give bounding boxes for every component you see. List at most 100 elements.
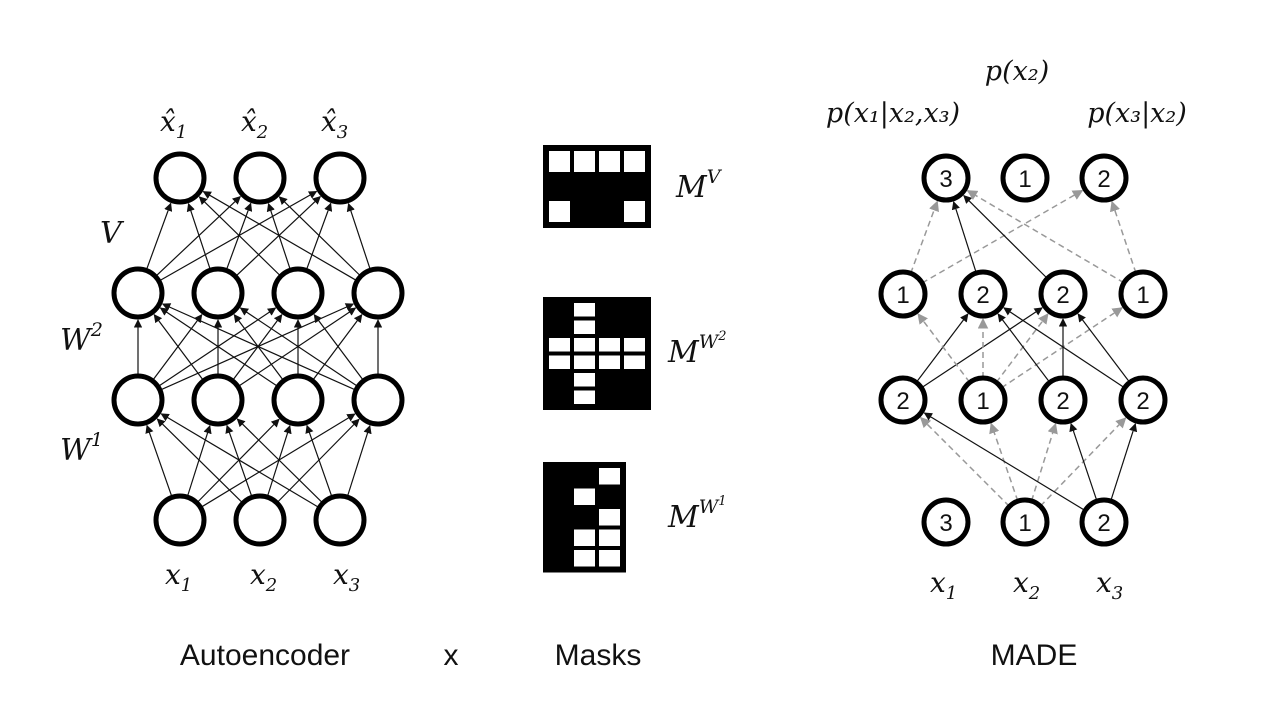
mask-mw2-cell-4-1 bbox=[574, 373, 595, 387]
ae-input-label-1: x1 bbox=[165, 558, 192, 596]
mask-mv-cell-0-1 bbox=[574, 151, 595, 172]
mask-mw2-cell-2-2 bbox=[599, 338, 620, 352]
made-edge-w1-1-0 bbox=[919, 416, 1010, 507]
made-hidden2-number-1: 1 bbox=[896, 282, 909, 309]
made-hidden2-number-2: 2 bbox=[976, 282, 989, 309]
ae-edge-w1-1-3 bbox=[276, 418, 360, 504]
ae-edge-w1-1-2 bbox=[266, 424, 292, 498]
made-hidden2-node-3 bbox=[1038, 269, 1088, 319]
ae-edge-w1-0-3 bbox=[200, 413, 356, 509]
caption-masks: Masks bbox=[555, 639, 642, 672]
mask-mw1-cell-3-1 bbox=[574, 529, 595, 546]
ae-hidden2-node-3 bbox=[271, 266, 325, 320]
caption-autoencoder: Autoencoder bbox=[180, 639, 350, 672]
ae-edge-v-0-0 bbox=[145, 202, 173, 271]
made-output-number-1: 3 bbox=[939, 166, 952, 193]
ae-edge-w2-0-2 bbox=[157, 307, 277, 388]
ae-edge-w2-2-0 bbox=[159, 307, 279, 388]
mask-mw2-cell-2-0 bbox=[549, 338, 570, 352]
ae-edge-w1-1-1 bbox=[225, 424, 253, 498]
made-hidden1-number-4: 2 bbox=[1136, 388, 1149, 415]
mask-mw2-cell-3-2 bbox=[599, 355, 620, 369]
made-hidden1-number-1: 2 bbox=[896, 388, 909, 415]
mask-label-mw2: MW2 bbox=[667, 329, 727, 370]
made-output-node-2 bbox=[1000, 153, 1050, 203]
ae-edge-v-3-0 bbox=[202, 191, 358, 282]
made-edge-v-0-2 bbox=[921, 189, 1084, 284]
made-network bbox=[878, 153, 1168, 547]
ae-input-label-3: x3 bbox=[333, 558, 360, 596]
mask-mw2-cell-3-1 bbox=[574, 355, 595, 369]
ae-input-node-2 bbox=[233, 493, 287, 547]
autoencoder-network bbox=[111, 151, 405, 547]
mask-mv-cell-2-0 bbox=[549, 201, 570, 222]
mask-grid-mw2 bbox=[543, 297, 651, 410]
made-edge-w2-0-1 bbox=[915, 313, 969, 383]
made-edge-w2-1-3 bbox=[1000, 307, 1124, 389]
made-hidden1-number-2: 1 bbox=[976, 388, 989, 415]
mask-mw2-cell-0-1 bbox=[574, 303, 595, 317]
made-input-number-3: 2 bbox=[1097, 510, 1110, 537]
made-input-node-2 bbox=[1000, 497, 1050, 547]
ae-output-label-1: x̂1 bbox=[160, 105, 187, 143]
made-edge-w1-1-2 bbox=[1030, 422, 1058, 502]
made-hidden2-node-2 bbox=[958, 269, 1008, 319]
made-output-number-3: 2 bbox=[1097, 166, 1110, 193]
ae-edge-w2-0-1 bbox=[151, 313, 203, 382]
ae-output-node-1 bbox=[153, 151, 207, 205]
made-edge-w1-2-2 bbox=[1069, 422, 1098, 502]
made-hidden2-node-4 bbox=[1118, 269, 1168, 319]
mask-mv-cell-0-0 bbox=[549, 151, 570, 172]
made-input-node-3 bbox=[1079, 497, 1129, 547]
ae-edge-v-1-2 bbox=[235, 195, 321, 277]
ae-edge-w1-2-0 bbox=[160, 413, 320, 509]
ae-hidden1-node-1 bbox=[111, 373, 165, 427]
mask-mv-cell-2-3 bbox=[624, 201, 645, 222]
made-hidden1-number-3: 2 bbox=[1056, 388, 1069, 415]
cond-label-p1: p(x₁|x₂,x₃) bbox=[826, 98, 960, 129]
mask-label-mw1: MW1 bbox=[667, 494, 727, 535]
weight-label-w2: W2 bbox=[60, 319, 103, 358]
ae-output-node-3 bbox=[313, 151, 367, 205]
made-edge-w2-2-1 bbox=[997, 313, 1051, 383]
ae-edge-v-3-1 bbox=[278, 196, 362, 277]
made-hidden2-number-3: 2 bbox=[1056, 282, 1069, 309]
made-edge-v-1-0 bbox=[951, 201, 977, 274]
ae-edge-v-0-1 bbox=[155, 195, 241, 277]
ae-edge-w2-3-0 bbox=[161, 303, 357, 391]
mask-mw1-cell-3-2 bbox=[599, 529, 620, 546]
made-edge-v-0-0 bbox=[909, 200, 939, 274]
ae-hidden1-node-3 bbox=[271, 373, 325, 427]
mask-mw2-cell-2-3 bbox=[624, 338, 645, 352]
mask-mw2-cell-2-1 bbox=[574, 338, 595, 352]
mask-mw1-cell-4-2 bbox=[599, 550, 620, 567]
mask-mw2-cell-5-1 bbox=[574, 390, 595, 404]
cond-label-p3: p(x₃|x₂) bbox=[1087, 98, 1187, 129]
made-output-node-3 bbox=[1079, 153, 1129, 203]
ae-hidden2-node-2 bbox=[191, 266, 245, 320]
made-edge-w2-1-2 bbox=[995, 313, 1049, 383]
made-edge-w1-2-3 bbox=[1110, 423, 1138, 502]
ae-output-label-2: x̂2 bbox=[241, 105, 268, 143]
ae-edge-v-2-0 bbox=[198, 196, 282, 277]
ae-edge-w1-0-0 bbox=[145, 424, 173, 498]
ae-output-label-3: x̂3 bbox=[321, 105, 348, 143]
made-edge-v-2-0 bbox=[963, 195, 1048, 279]
ae-output-node-2 bbox=[233, 151, 287, 205]
ae-edge-w2-1-0 bbox=[153, 313, 205, 382]
mask-mw2-cell-1-1 bbox=[574, 320, 595, 334]
made-hidden1-node-1 bbox=[878, 375, 928, 425]
ae-edge-w1-2-1 bbox=[236, 418, 324, 504]
made-edge-w2-0-2 bbox=[921, 307, 1043, 389]
mask-mw2-cell-3-3 bbox=[624, 355, 645, 369]
ae-edge-w2-1-2 bbox=[231, 313, 283, 382]
ae-edge-v-1-0 bbox=[186, 202, 212, 271]
mask-mw1-cell-0-2 bbox=[599, 468, 620, 485]
ae-edge-w2-2-3 bbox=[311, 313, 363, 382]
made-input-label-3: x3 bbox=[1096, 566, 1123, 604]
ae-edge-w2-2-1 bbox=[233, 313, 285, 382]
ae-hidden2-node-4 bbox=[351, 266, 405, 320]
made-output-node-1 bbox=[921, 153, 971, 203]
